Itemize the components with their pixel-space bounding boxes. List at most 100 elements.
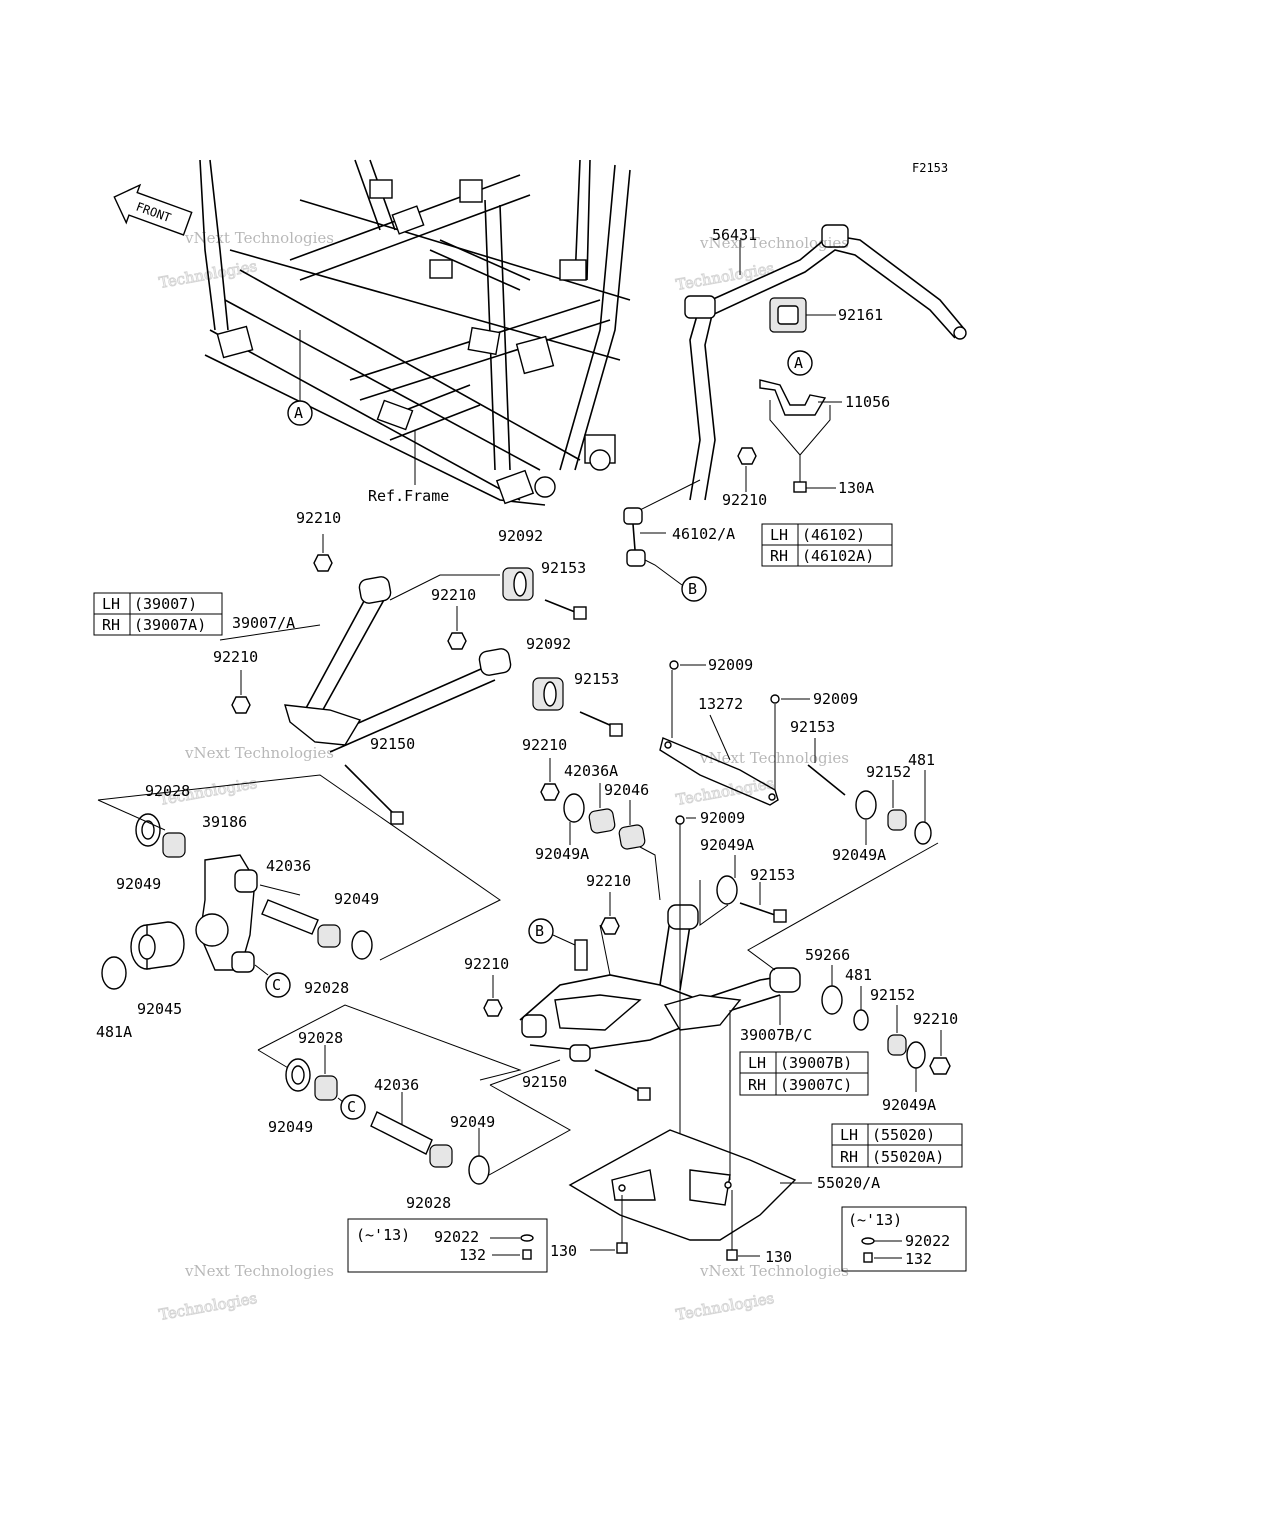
label-11056: 11056 (845, 393, 890, 411)
svg-text:RH: RH (748, 1076, 766, 1094)
label-92028-c: 92028 (298, 1029, 343, 1047)
svg-text:Technologies: Technologies (675, 259, 776, 294)
guide-lines-knuckle (97, 774, 501, 961)
label-92009-b: 92009 (813, 690, 858, 708)
svg-text:LH: LH (748, 1054, 766, 1072)
label-39007A: 39007/A (232, 614, 295, 632)
bolt-92150-a (344, 764, 404, 825)
callout-c-knuckle: C (265, 972, 291, 998)
diagram-code: F2153 (912, 161, 948, 175)
label-130-a: 130 (550, 1242, 577, 1260)
svg-text:92022: 92022 (434, 1228, 479, 1246)
svg-text:Technologies: Technologies (158, 774, 259, 809)
table-39007bc: LH (39007B) RH (39007C) (739, 1051, 869, 1096)
label-92153-a: 92153 (541, 559, 586, 577)
sleeve-92152-b (887, 1005, 907, 1056)
svg-text:Technologies: Technologies (158, 1289, 259, 1324)
label-92049-b: 92049 (334, 890, 379, 908)
label-92049A-c: 92049A (832, 846, 886, 864)
stabilizer-bar (684, 224, 967, 501)
guide-lines-lower (257, 1004, 572, 1181)
svg-text:LH: LH (770, 526, 788, 544)
skid-plate-55020 (568, 1129, 812, 1241)
svg-text:(39007): (39007) (134, 595, 197, 613)
clamp-11056 (759, 379, 842, 456)
svg-text:vNext Technologies: vNext Technologies (184, 1262, 334, 1280)
svg-text:LH: LH (102, 595, 120, 613)
label-92161: 92161 (838, 306, 883, 324)
label-55020A: 55020/A (817, 1174, 880, 1192)
svg-text:(~'13): (~'13) (848, 1211, 902, 1229)
svg-text:vNext Technologies: vNext Technologies (699, 1262, 849, 1280)
seal-59266 (821, 965, 843, 1015)
link-46102 (623, 479, 701, 586)
label-130A: 130A (838, 479, 874, 497)
svg-text:(55020): (55020) (872, 1126, 935, 1144)
label-59266: 59266 (805, 946, 850, 964)
svg-text:vNext Technologies: vNext Technologies (184, 744, 334, 762)
label-92049A-b: 92049A (700, 836, 754, 854)
svg-text:92022: 92022 (905, 1232, 950, 1250)
shaft-42036-a (261, 899, 319, 935)
bolt-130-a (590, 1195, 628, 1254)
label-130-b: 130 (765, 1248, 792, 1266)
svg-text:C: C (347, 1098, 356, 1116)
label-92153-d: 92153 (750, 866, 795, 884)
lower-a-arm (519, 904, 801, 1062)
svg-text:Technologies: Technologies (675, 1289, 776, 1324)
nut-92210-g (929, 1030, 951, 1075)
label-39007BC: 39007B/C (740, 1026, 812, 1044)
svg-text:vNext Technologies: vNext Technologies (699, 234, 849, 252)
svg-text:132: 132 (905, 1250, 932, 1268)
screws-92009 (669, 660, 810, 790)
guide-lines-rear-pivot (747, 842, 939, 971)
label-92153-b: 92153 (574, 670, 619, 688)
label-92092-a: 92092 (498, 527, 543, 545)
note-box-right: (~'13) 92022 132 (841, 1206, 967, 1272)
label-92028-a: 92028 (145, 782, 190, 800)
label-92150-a: 92150 (370, 735, 415, 753)
callout-c-lower: C (337, 1094, 366, 1120)
svg-text:vNext Technologies: vNext Technologies (184, 229, 334, 247)
svg-text:RH: RH (840, 1148, 858, 1166)
label-92009-a: 92009 (708, 656, 753, 674)
circlip-481A (101, 956, 127, 990)
seal-92049-c (285, 1058, 311, 1092)
label-56431: 56431 (712, 226, 757, 244)
label-92210-b: 92210 (431, 586, 476, 604)
circlip-481-a (914, 770, 932, 845)
seal-92049-d (468, 1128, 490, 1185)
callout-b-link: B (681, 576, 707, 602)
bolt-92150-b (594, 1069, 651, 1101)
bolt-92153-c (807, 738, 846, 796)
nut-92210-lower-a (600, 892, 620, 935)
seal-92049A-d (906, 1041, 926, 1092)
svg-text:(46102A): (46102A) (802, 547, 874, 565)
bolt-130-b (726, 1190, 760, 1261)
upper-a-arm (219, 574, 512, 753)
label-92210-a: 92210 (296, 509, 341, 527)
label-92153-c: 92153 (790, 718, 835, 736)
label-92049-d: 92049 (450, 1113, 495, 1131)
label-92210-d: 92210 (522, 736, 567, 754)
bolt-130A (793, 455, 836, 493)
svg-text:B: B (535, 922, 544, 940)
bolt-92153-a (544, 599, 587, 620)
callout-b-arm: B (528, 918, 576, 946)
svg-text:132: 132 (459, 1246, 486, 1264)
seal-92049-b (351, 930, 373, 960)
front-arrow: FRONT (113, 183, 193, 236)
note-box-left: (~'13) 92022 132 (347, 1218, 548, 1273)
table-46102: LH (46102) RH (46102A) (761, 523, 893, 567)
sleeve-92028-c (314, 1045, 338, 1101)
label-92092-b: 92092 (526, 635, 571, 653)
svg-text:(39007C): (39007C) (780, 1076, 852, 1094)
sleeve-92152-a (887, 780, 907, 831)
seal-92049A-a (563, 793, 585, 845)
svg-text:(39007B): (39007B) (780, 1054, 852, 1072)
label-92150-b: 92150 (522, 1073, 567, 1091)
svg-text:(46102): (46102) (802, 526, 865, 544)
nuts-92210-upper (231, 534, 467, 714)
seal-92049A-c (855, 790, 877, 845)
